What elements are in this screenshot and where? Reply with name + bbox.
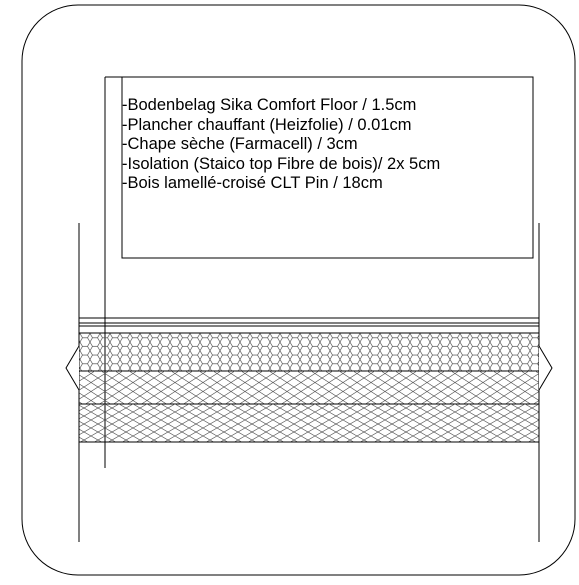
break-mask-left	[63, 340, 79, 396]
legend-box	[105, 76, 534, 259]
legend-item-floor-covering: -Bodenbelag Sika Comfort Floor / 1.5cm	[122, 96, 417, 114]
layer-legend: -Bodenbelag Sika Comfort Floor / 1.5cm -…	[122, 96, 440, 194]
break-symbol-left	[65, 333, 80, 442]
layer-clt	[79, 404, 539, 442]
outer-frame	[21, 4, 576, 576]
break-symbol-right	[538, 333, 553, 442]
legend-item-insulation: -Isolation (Staico top Fibre de bois)/ 2…	[122, 154, 441, 173]
break-mask-right	[539, 340, 555, 396]
legend-item-dry-screed: -Chape sèche (Farmacell) / 3cm	[122, 135, 358, 154]
legend-item-clt: -Bois lamellé-croisé CLT Pin / 18cm	[122, 174, 383, 193]
layer-dry-screed	[79, 333, 539, 371]
legend-item-heating-film: -Plancher chauffant (Heizfolie) / 0.01cm	[122, 115, 412, 134]
layer-insulation	[79, 371, 539, 404]
